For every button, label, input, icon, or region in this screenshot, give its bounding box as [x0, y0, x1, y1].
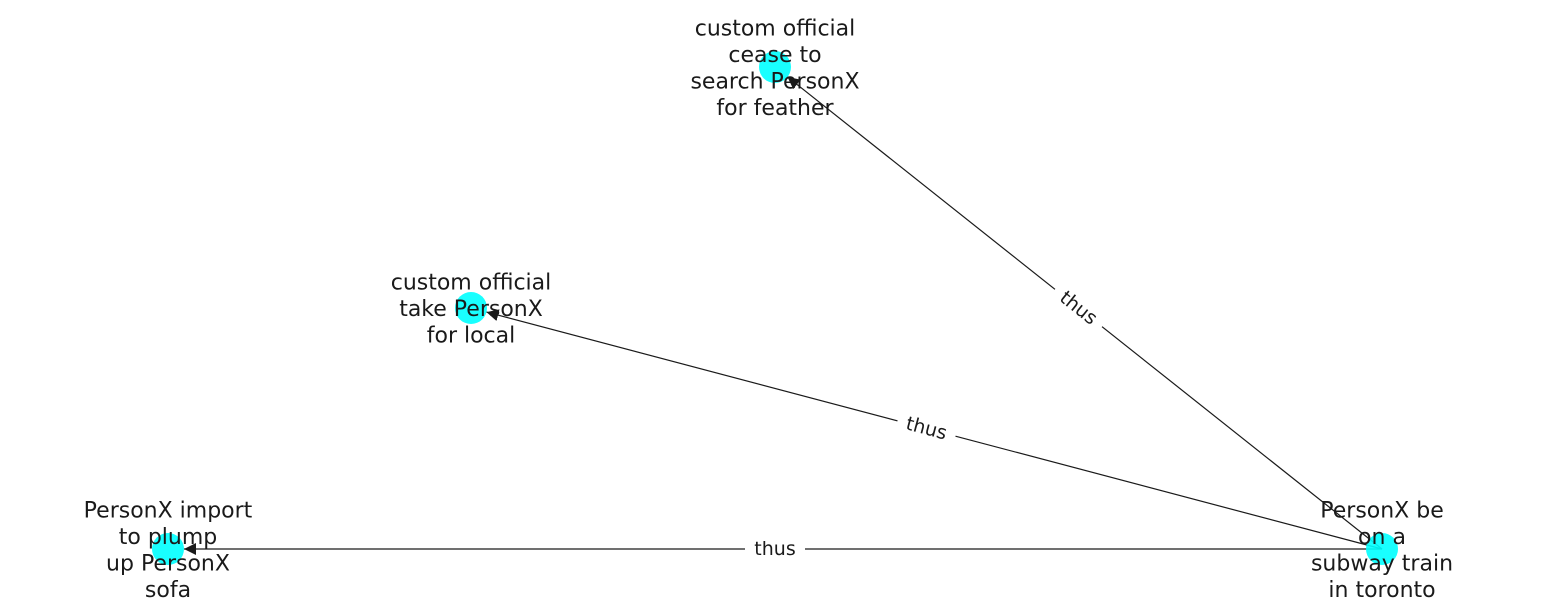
node-label-line: in toronto: [1328, 578, 1435, 603]
edge-label-group: thus: [893, 407, 960, 450]
node-label-line: subway train: [1311, 551, 1453, 576]
node-label-line: for feather: [716, 96, 834, 121]
edge-label: thus: [754, 538, 795, 560]
edge-label: thus: [904, 413, 950, 445]
node-label-line: cease to: [728, 43, 821, 68]
node-label-line: PersonX import: [84, 498, 253, 523]
node-label-line: PersonX be: [1320, 498, 1444, 523]
edge-labels-layer: thus thus thus: [745, 278, 1111, 563]
node-label-line: sofa: [145, 578, 191, 603]
node-n4[interactable]: [1366, 533, 1398, 565]
node-label-line: take PersonX: [399, 297, 543, 322]
node-label-line: on a: [1358, 525, 1406, 550]
node-label-line: search PersonX: [690, 69, 859, 94]
node-label-line: to plump: [119, 525, 218, 550]
edge-label-background: [745, 535, 805, 563]
node-label-line: up PersonX: [106, 551, 230, 576]
nodes-layer: [152, 51, 1398, 565]
node-n3[interactable]: [152, 533, 184, 565]
node-n1[interactable]: [759, 51, 791, 83]
edge-label-group: thus: [745, 535, 805, 563]
node-n2[interactable]: [455, 292, 487, 324]
node-label-line: for local: [427, 324, 516, 349]
edges-layer: [184, 76, 1383, 555]
edge-label-group: thus: [1046, 278, 1111, 338]
node-label-line: custom official: [695, 16, 856, 41]
edge-label-background: [1046, 278, 1111, 338]
edge-label-background: [893, 407, 960, 450]
node-label-line: custom official: [391, 271, 552, 296]
